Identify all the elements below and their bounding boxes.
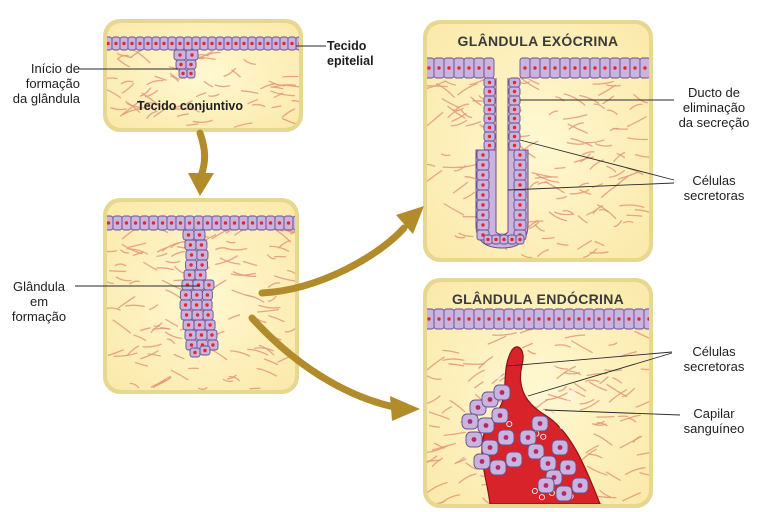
label-excretory-duct: Ducto de eliminação da secreção: [678, 85, 750, 130]
exocrine-panel-title: GLÂNDULA EXÓCRINA: [457, 33, 619, 49]
label-blood-capillary: Capilar sanguíneo: [683, 406, 745, 436]
label-gland-start: Início de formação da glândula: [12, 61, 80, 106]
epithelial-layer: [107, 215, 295, 358]
arrow-to-exocrine: [258, 206, 424, 297]
panel-initial-stage: [103, 19, 303, 132]
arrow-to-forming: [188, 129, 214, 196]
label-gland-forming: Glândula em formação: [11, 279, 67, 324]
exocrine-gland-cells: [427, 57, 649, 249]
connective-fibers: [107, 46, 299, 128]
endocrine-gland-cells: [427, 308, 649, 502]
leader-lines: [75, 45, 681, 416]
arrow-to-endocrine: [248, 314, 420, 421]
label-secretory-cells-exocrine: Células secretoras: [683, 173, 745, 203]
epithelial-layer: [107, 36, 299, 79]
panel-gland-forming: [103, 198, 299, 394]
label-epithelial-tissue: Tecido epitelial: [327, 39, 374, 68]
label-connective-tissue: Tecido conjuntivo: [137, 99, 244, 113]
endocrine-panel-title: GLÂNDULA ENDÓCRINA: [451, 291, 625, 307]
panel-exocrine-gland: [423, 20, 653, 262]
label-secretory-cells-endocrine: Células secretoras: [683, 344, 745, 374]
